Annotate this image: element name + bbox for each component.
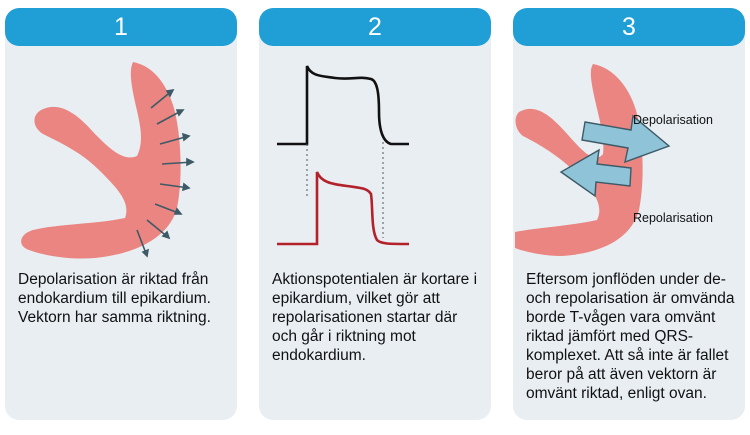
panel-1-description: Depolarisation är riktad från endokardiu… xyxy=(18,271,211,326)
heart-wall-shape xyxy=(21,62,181,259)
panel-3: 3 Depolarisation Repolarisation Eftersom… xyxy=(513,8,745,420)
panel-1: 1 Depolarisation är riktad från endokard… xyxy=(5,8,237,420)
panel-3-description: Eftersom jonflöden under de- och repolar… xyxy=(526,271,735,402)
vector-arrow xyxy=(141,248,150,258)
panel-1-number: 1 xyxy=(5,8,237,46)
vector-arrow xyxy=(181,132,191,142)
vector-arrow xyxy=(181,182,191,192)
panel-3-number: 3 xyxy=(513,8,745,46)
vector-arrow xyxy=(173,207,183,215)
panel-2: 2 Aktionspotentialen är kortare i epikar… xyxy=(259,8,491,420)
block-arrow-depolarisation xyxy=(581,114,671,164)
action-potential-trace-epicardium-top xyxy=(277,65,409,146)
panel-2-number: 2 xyxy=(259,8,491,46)
vector-arrow xyxy=(186,157,195,167)
vector-arrow xyxy=(175,109,185,117)
vector-arrows xyxy=(136,88,195,258)
block-arrow-repolarisation xyxy=(559,148,632,198)
panel-2-description: Aktionspotentialen är kortare i epikardi… xyxy=(272,271,478,364)
panel-3-illustration: Depolarisation Repolarisation xyxy=(515,64,713,256)
label-depolarisation: Depolarisation xyxy=(633,113,713,127)
panel-1-illustration xyxy=(21,62,195,259)
vector-arrow xyxy=(165,88,175,98)
label-repolarisation: Repolarisation xyxy=(633,211,713,225)
action-potential-trace-endocardium-bottom xyxy=(277,171,410,246)
vector-arrow xyxy=(161,230,171,240)
heart-wall-shape xyxy=(515,64,643,256)
panel-2-illustration xyxy=(277,65,410,246)
